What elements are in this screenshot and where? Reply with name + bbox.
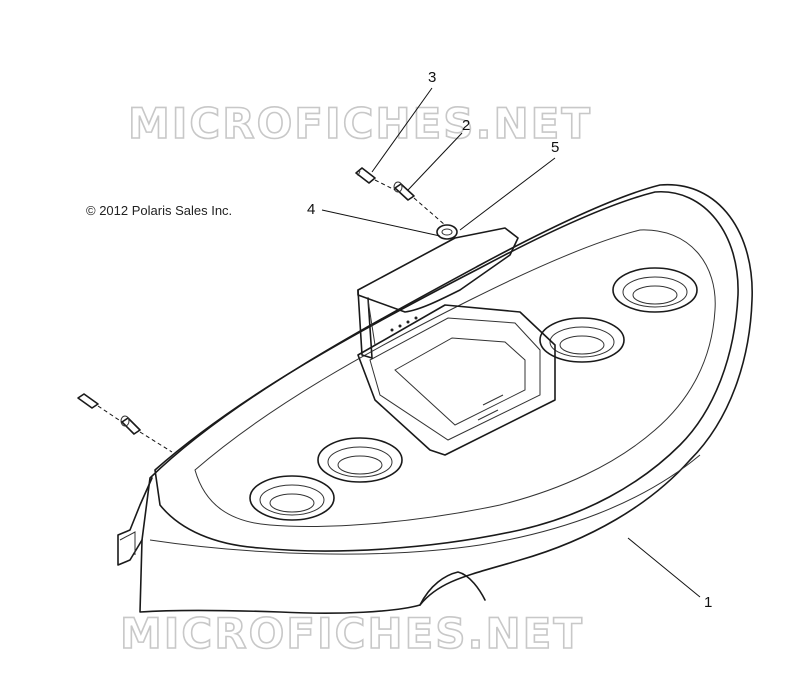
copyright-text: © 2012 Polaris Sales Inc. (86, 203, 232, 218)
storage-lid (357, 224, 519, 359)
leader-3 (371, 87, 433, 173)
callout-2: 2 (462, 117, 470, 134)
leader-5 (459, 157, 556, 231)
latch-icon (436, 224, 458, 240)
cup-holder-front-left (249, 475, 335, 521)
console-body (117, 184, 753, 614)
cup-holder-rear-left (317, 437, 403, 483)
cup-holder-front-right (539, 317, 625, 363)
callout-1: 1 (704, 594, 712, 611)
spacer-top-icon (393, 181, 415, 201)
screw-top-icon (355, 167, 376, 184)
watermark-bottom: MICROFICHES.NET (120, 609, 584, 658)
callout-4: 4 (307, 201, 315, 218)
callout-5: 5 (551, 139, 559, 156)
leader-2 (407, 132, 463, 191)
screw-left-icon (77, 393, 99, 409)
storage-bin (357, 304, 556, 456)
spacer-left-icon (120, 415, 141, 435)
cup-holder-rear-right (612, 267, 698, 313)
watermark-top: MICROFICHES.NET (128, 99, 592, 148)
leader-4 (321, 209, 441, 237)
leader-1 (627, 537, 701, 598)
assembly-axis-left (97, 405, 173, 453)
lid-hinge-dots-icon (390, 316, 418, 332)
callout-3: 3 (428, 69, 436, 86)
assembly-axis-top (374, 179, 446, 226)
